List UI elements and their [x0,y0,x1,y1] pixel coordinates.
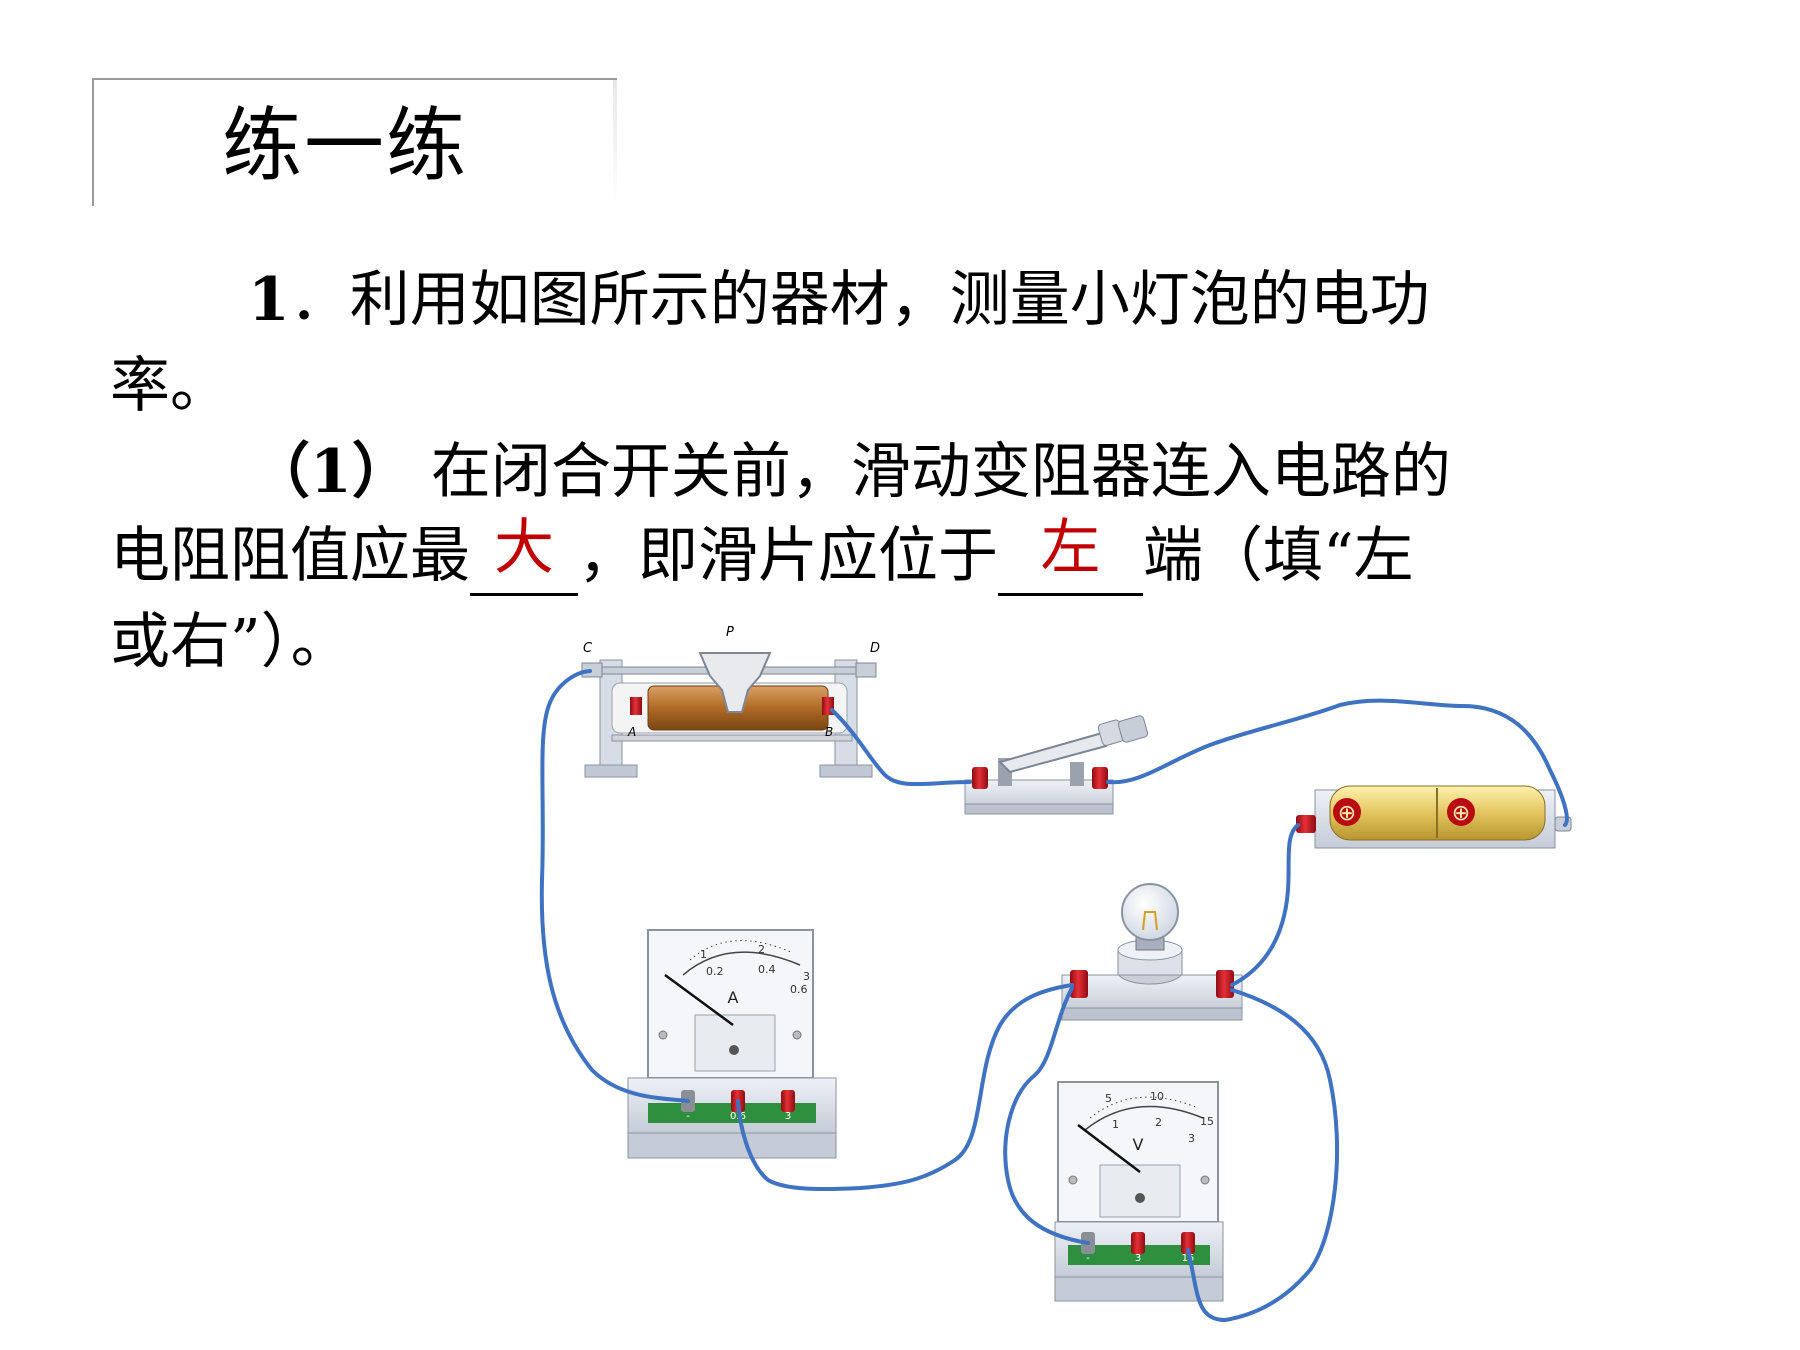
question-line-2: 率。 [110,351,230,421]
rheostat: C P D A B [581,625,880,778]
voltmeter-scale-15: 15 [1200,1115,1214,1128]
voltmeter-terminal-neg: - [1086,1253,1090,1264]
ammeter-terminal-neg: - [686,1111,690,1122]
rheostat-label-d: D [870,641,880,656]
answer-1: 大 [494,513,554,583]
voltmeter-scale-5: 5 [1105,1092,1112,1105]
sub-question-suffix: 端（填“左 [1143,521,1414,591]
answer-blank-1: 大 [470,515,578,596]
page-title: 练一练 [222,99,468,192]
question-line-1: 1．利用如图所示的器材，测量小灯泡的电功 [248,262,1430,338]
ammeter-scale-0-4: 0.4 [758,963,776,976]
sub-question-line-2: 电阻阻值应最大 ，即滑片应位于左端（填“左 [110,515,1414,596]
wire-lamp-to-voltmeter-neg [1003,986,1090,1245]
rheostat-label-p: P [726,625,734,640]
switch [964,715,1149,815]
sub-question-line-3: 或右”）。 [110,607,351,677]
wire-lamp-to-ammeter [736,983,1074,1192]
wire-lamp-to-voltmeter-15 [1186,988,1340,1322]
ammeter-scale-0-2: 0.2 [706,965,724,978]
battery-box: ⊕ ⊕ [1296,785,1572,849]
wire-battery-to-lamp [1230,823,1300,987]
ammeter-terminal-3: 3 [785,1111,791,1122]
ammeter-scale-3: 3 [803,970,810,983]
question-text-1: ．利用如图所示的器材，测量小灯泡的电功 [289,265,1430,335]
voltmeter-scale-3: 3 [1188,1132,1195,1145]
title-frame [92,78,617,206]
battery-plus-2: ⊕ [1452,801,1470,826]
rheostat-label-c: C [583,641,593,656]
wire-rheostat-to-switch [830,708,972,787]
wire-rheostat-to-ammeter [539,669,690,1103]
sub-question-number: （1） [250,437,412,507]
sub-question-line-1: （1） 在闭合开关前，滑动变阻器连入电路的 [250,434,1451,510]
battery-plus-1: ⊕ [1338,801,1356,826]
ammeter-scale-0-6: 0.6 [790,983,808,996]
voltmeter-scale-1: 1 [1112,1118,1119,1131]
sub-question-text-1: 在闭合开关前，滑动变阻器连入电路的 [411,437,1451,507]
wires [539,669,1569,1322]
voltmeter-scale-10: 10 [1150,1090,1164,1103]
wire-switch-to-battery [1106,698,1569,827]
voltmeter: 5 10 15 1 2 3 V - 3 15 [1054,1081,1224,1302]
ammeter: 1 2 3 0.2 0.4 0.6 A - 0.6 3 [627,929,837,1159]
answer-2: 左 [1040,513,1101,583]
ammeter-scale-2: 2 [758,943,765,956]
voltmeter-unit: V [1133,1135,1144,1154]
rheostat-label-a: A [627,725,636,739]
voltmeter-terminal-3: 3 [1135,1253,1141,1264]
voltmeter-scale-2: 2 [1155,1116,1162,1129]
ammeter-scale-1: 1 [700,948,707,961]
sub-question-mid: ，即滑片应位于 [578,521,998,591]
lamp [1061,883,1243,1021]
answer-blank-2: 左 [998,515,1143,596]
ammeter-unit: A [728,988,739,1007]
rheostat-label-b: B [825,725,833,739]
sub-question-prefix: 电阻阻值应最 [110,521,470,591]
question-number: 1 [248,265,290,335]
